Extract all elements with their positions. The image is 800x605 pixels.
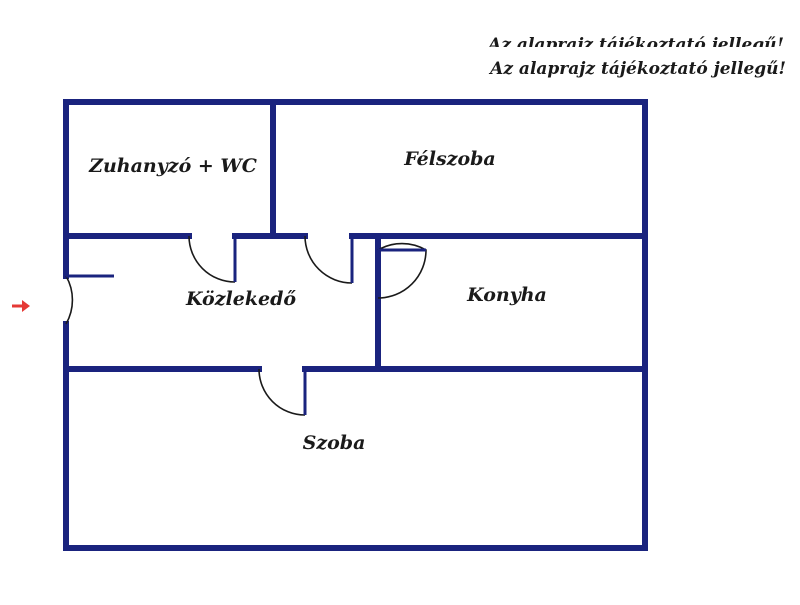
room-label-half-room: Félszoba (403, 148, 496, 170)
room-label-kitchen: Konyha (466, 284, 547, 306)
kitchen-door-swing (377, 242, 427, 299)
shower-door-swing (188, 235, 236, 283)
room-door-swing (258, 368, 306, 416)
disclaimer-ghost: Az alaprajz tájékoztató jellegű! (486, 35, 784, 55)
entrance-door-swing (65, 275, 74, 325)
room-label-room: Szoba (303, 432, 366, 454)
entrance-arrow-head (22, 300, 30, 312)
disclaimer-text: Az alaprajz tájékoztató jellegű! (488, 59, 786, 79)
room-label-hallway: Közlekedő (185, 288, 296, 310)
doors (65, 235, 427, 416)
entrance-arrow-icon (12, 300, 30, 312)
halfroom-door-swing (304, 235, 353, 284)
room-label-shower-wc: Zuhanyzó + WC (88, 155, 257, 177)
walls (63, 99, 648, 551)
